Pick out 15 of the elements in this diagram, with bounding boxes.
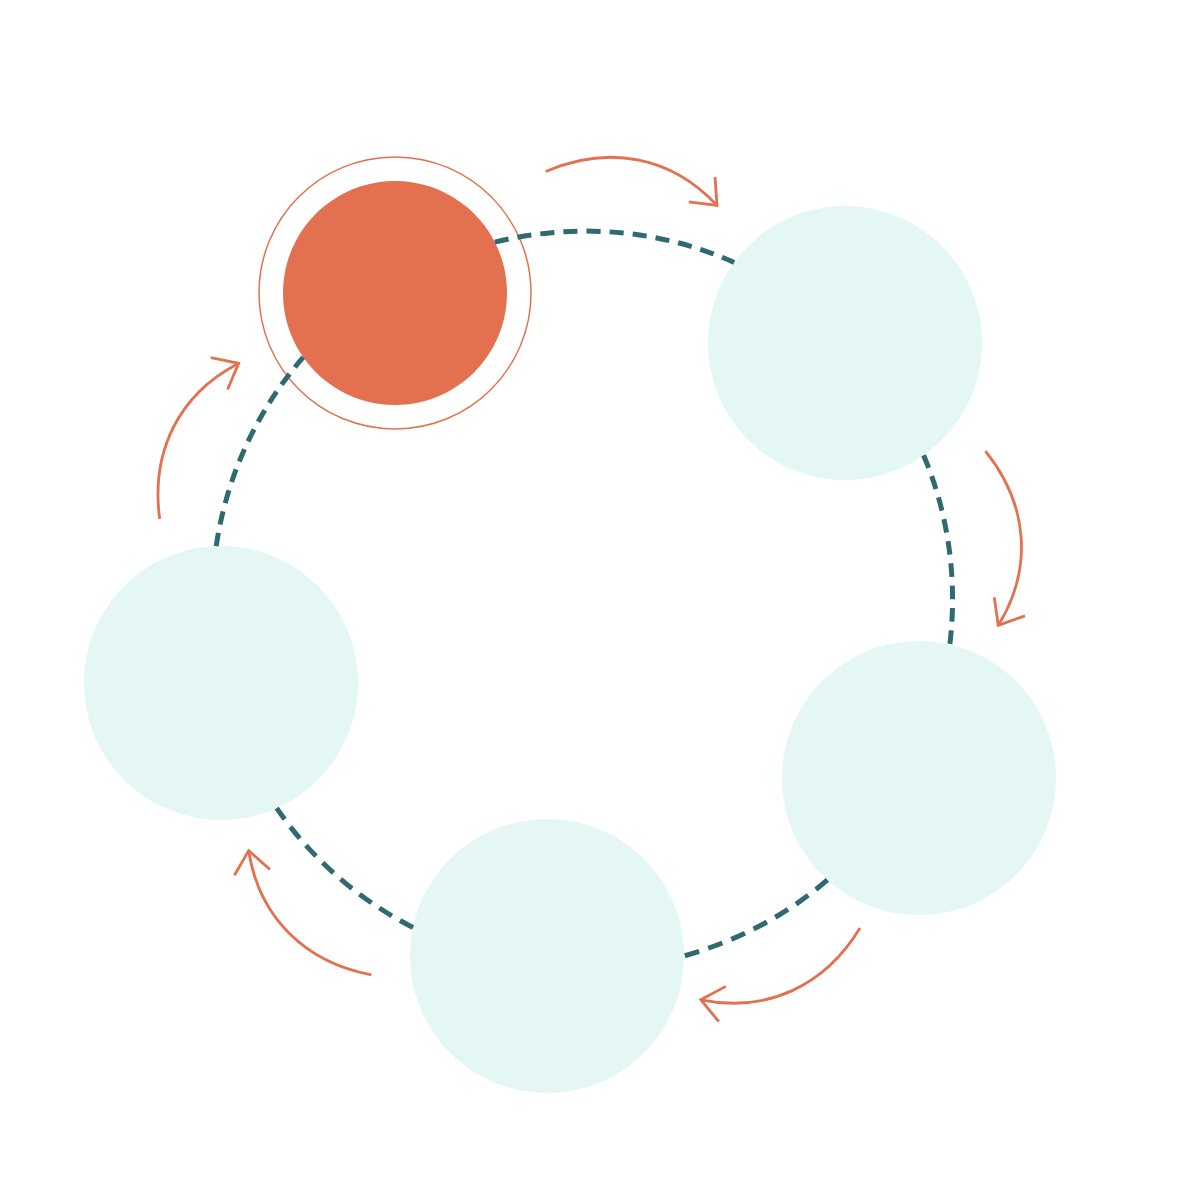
curved-arrow (545, 155, 719, 208)
dashed-arc (494, 228, 736, 265)
curved-arrow (156, 356, 241, 520)
ringed-circle (258, 156, 532, 430)
curved-arrow (233, 848, 372, 977)
dashed-arc (921, 454, 956, 645)
circle (84, 546, 358, 820)
dashed-arc (274, 806, 415, 930)
curved-arrow (698, 927, 862, 1023)
circle (708, 206, 982, 480)
curved-arrow (984, 450, 1026, 628)
circle (782, 641, 1056, 915)
dashed-arc (213, 355, 306, 547)
dashed-arc (683, 877, 829, 959)
circle (410, 819, 684, 1093)
